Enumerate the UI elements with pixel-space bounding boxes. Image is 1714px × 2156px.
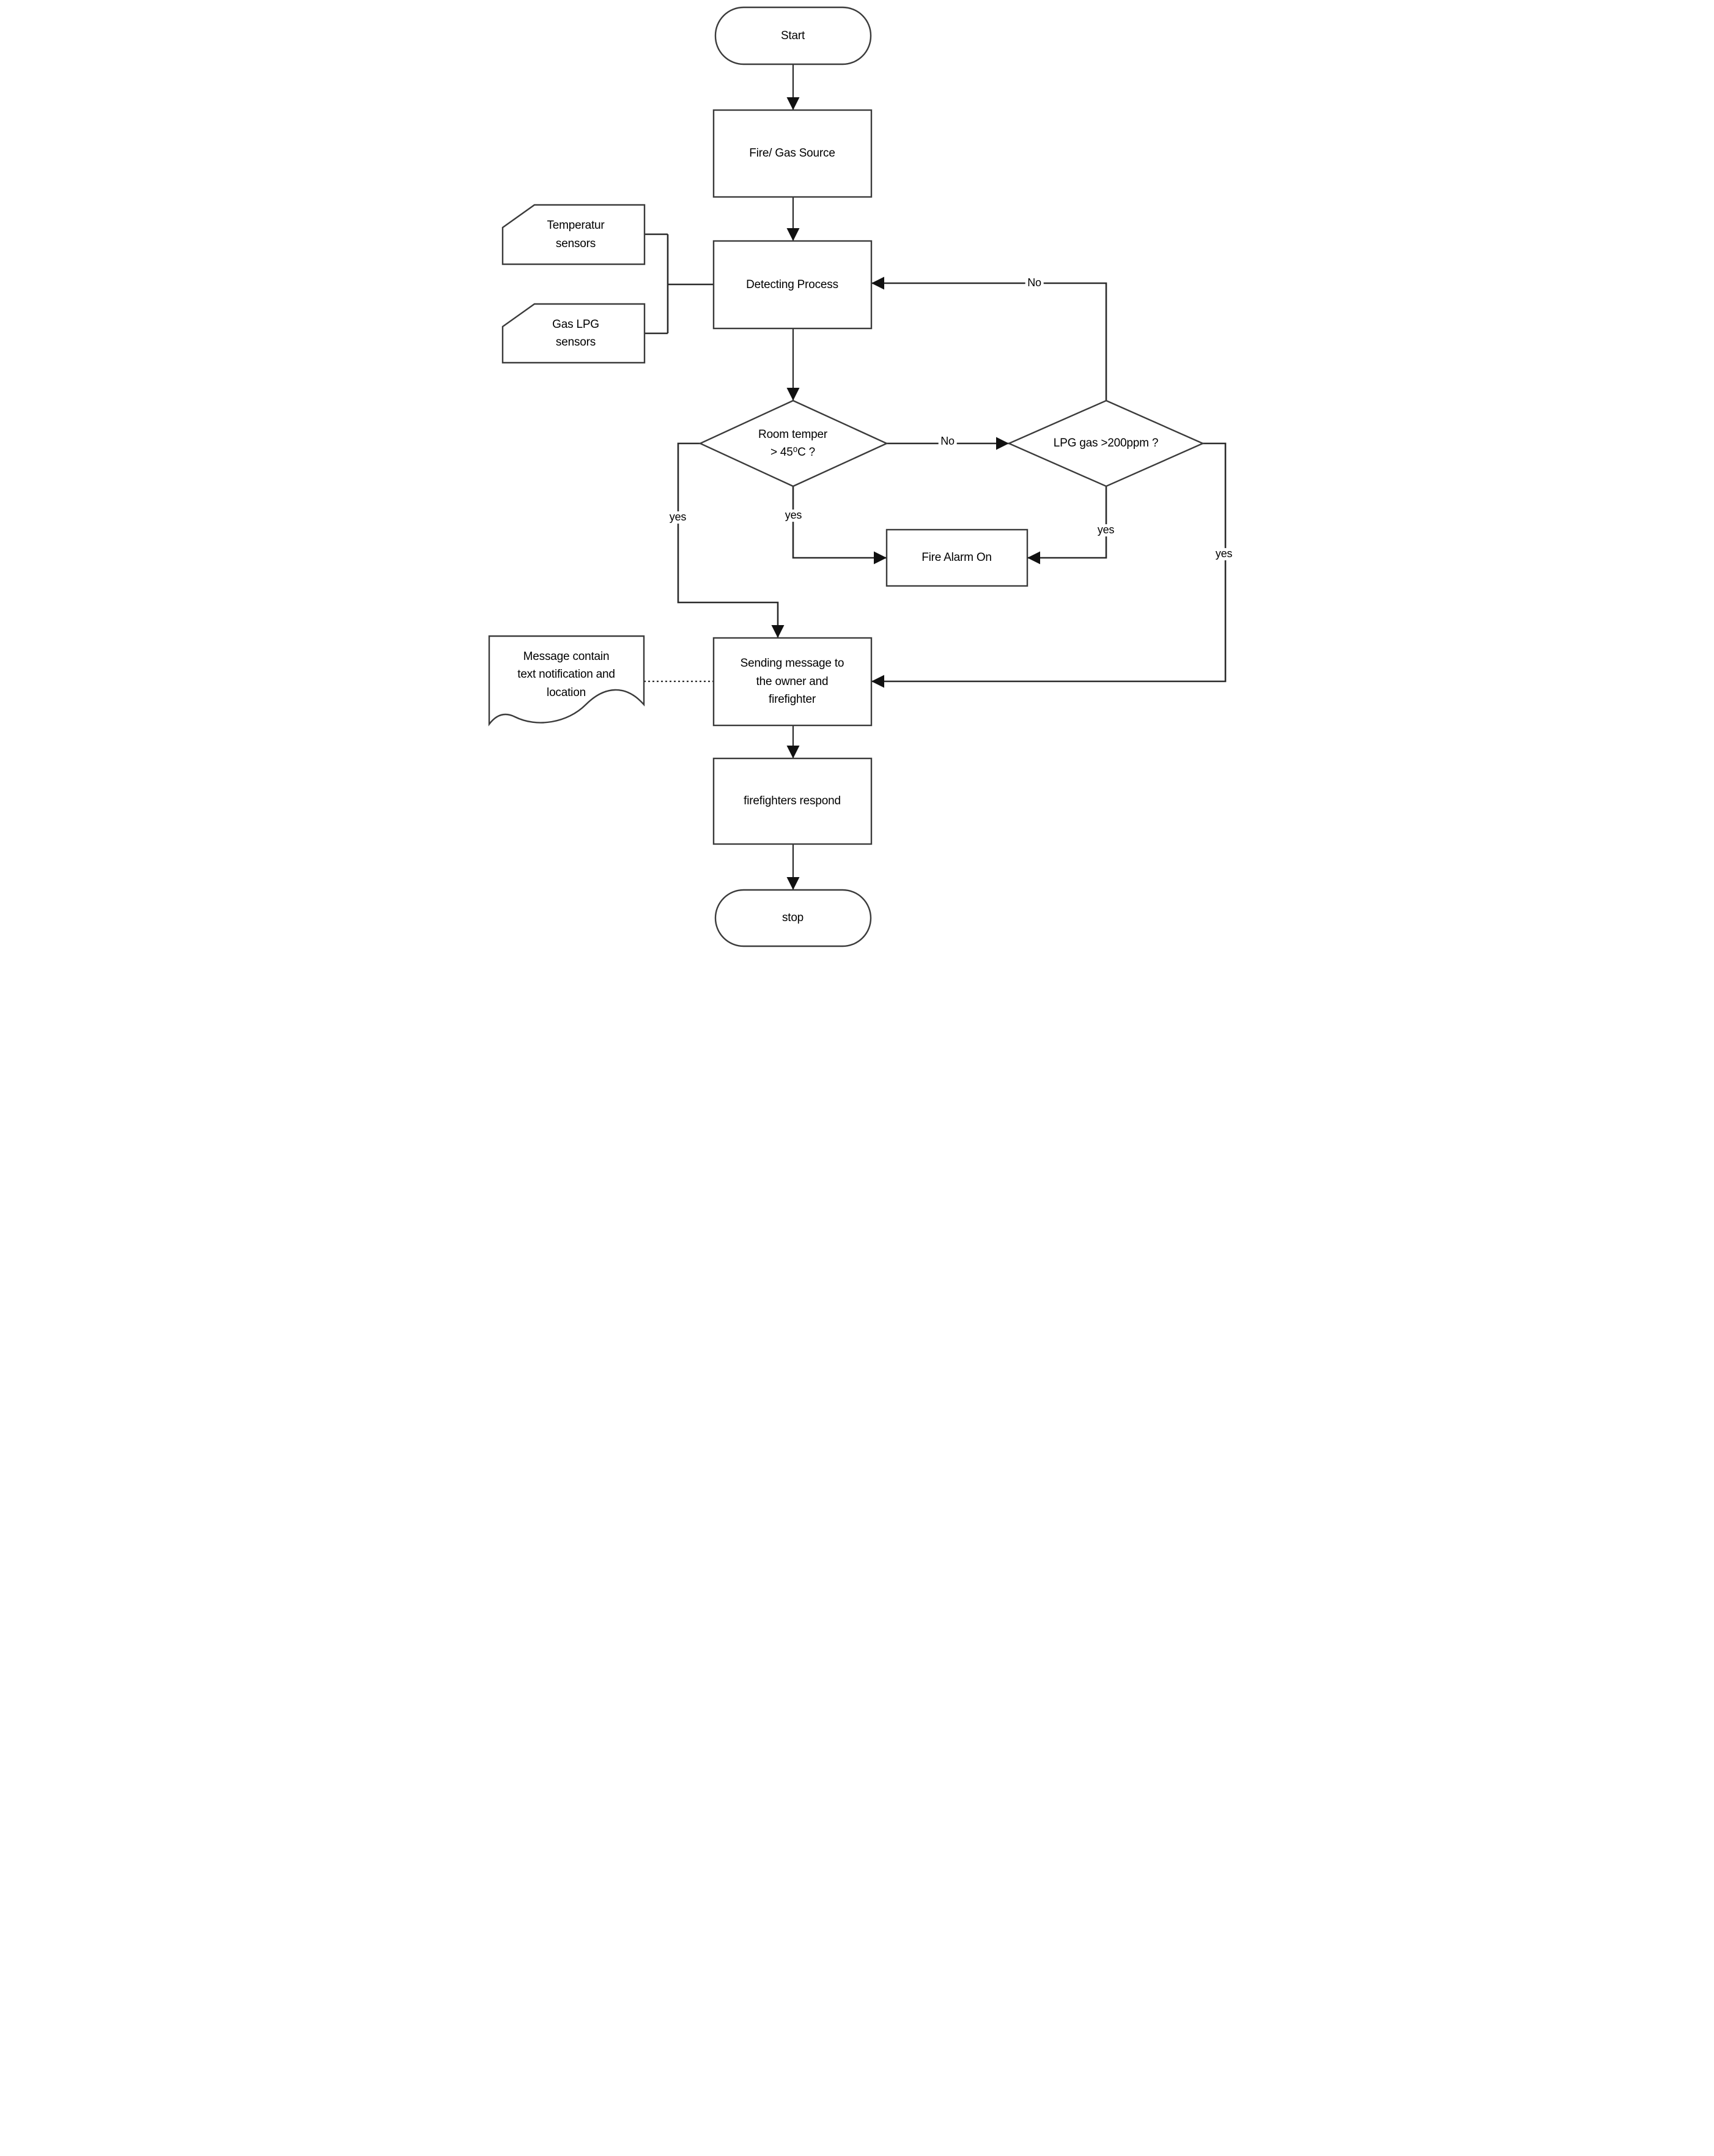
detecting-process-shape (712, 240, 872, 330)
edge-no-lpg-loop-to-detecting (871, 276, 1107, 401)
start-terminator-shape (714, 6, 871, 65)
nodes (488, 6, 1205, 947)
firefighters-respond-shape (712, 757, 872, 845)
edge-yes-room-left-to-sending (677, 442, 784, 638)
fire-alarm-on-shape (885, 528, 1028, 587)
gas-lpg-sensors-card-shape (501, 303, 645, 364)
stop-terminator-shape (714, 889, 871, 947)
edge-yes-lpg-bottom-to-firealarm (1027, 486, 1107, 565)
flowchart-graphics (488, 6, 1226, 947)
fire-gas-source-shape (712, 109, 872, 198)
flowchart-canvas: Start Fire/ Gas Source Temperatur sensor… (478, 0, 1236, 954)
temperature-sensors-card-shape (501, 204, 645, 265)
edge-yes-room-bottom-to-firealarm (792, 486, 887, 565)
sending-message-shape (712, 637, 872, 727)
edges (643, 64, 1226, 890)
message-document-shape (488, 635, 645, 727)
edge-yes-lpg-right-to-sending (871, 442, 1226, 688)
lpg-gas-decision-shape (1007, 399, 1205, 487)
room-temp-decision-shape (698, 399, 888, 487)
